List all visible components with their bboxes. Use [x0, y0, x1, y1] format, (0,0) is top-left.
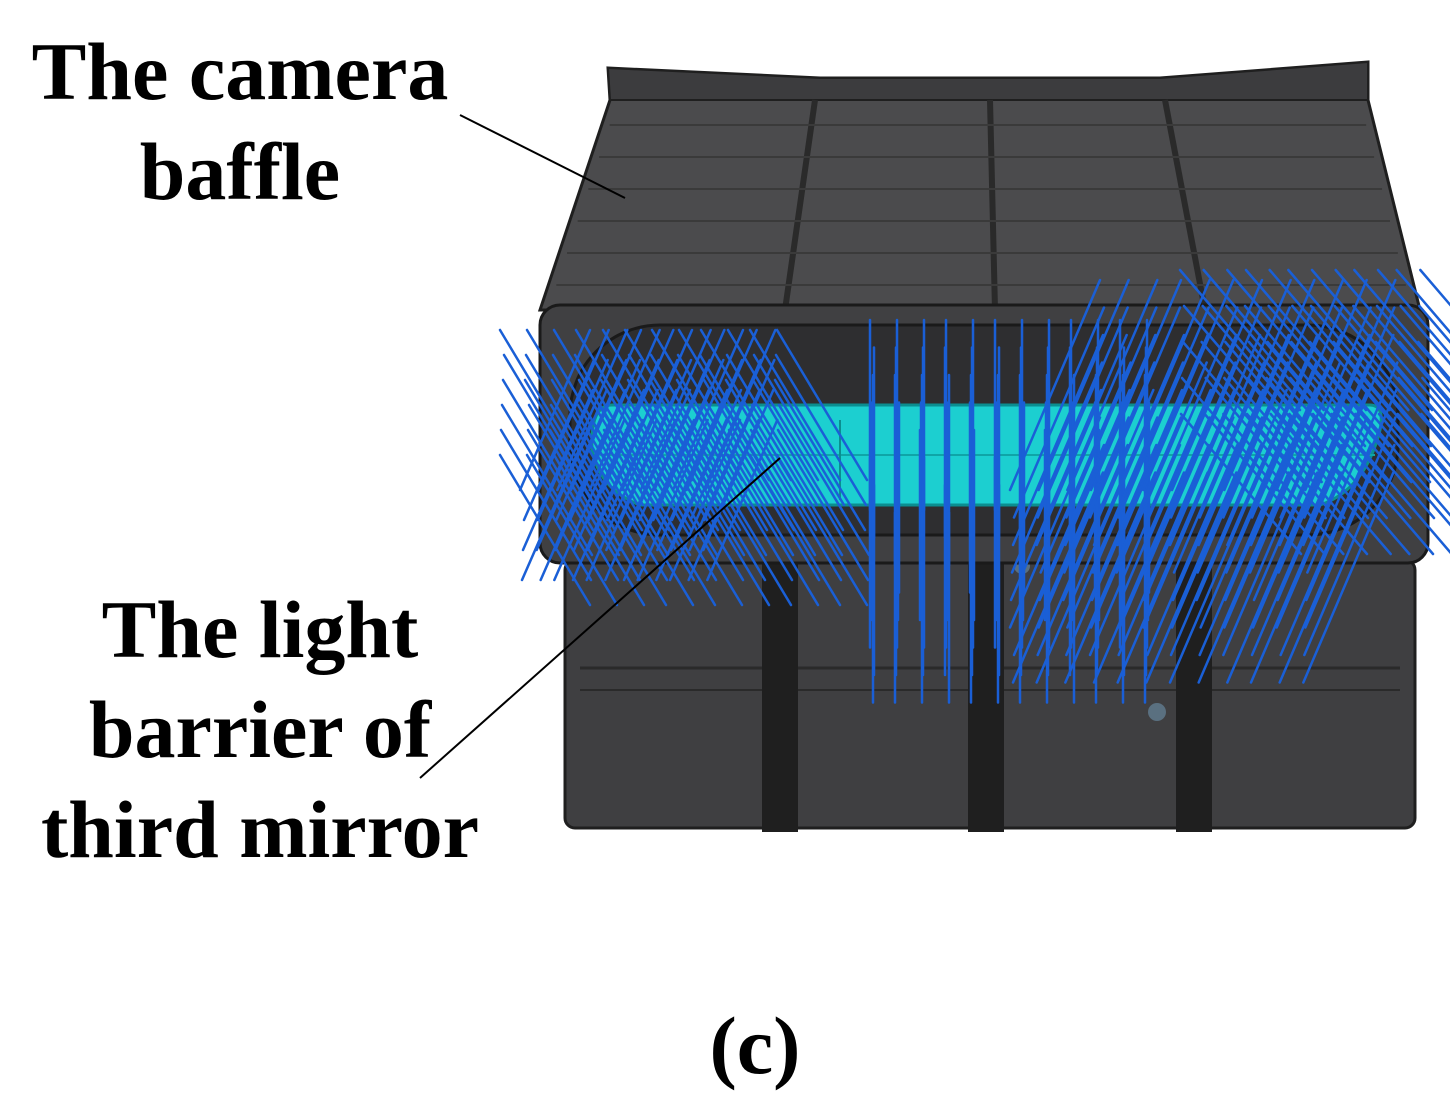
light-rays [498, 268, 1450, 704]
camera-baffle-top [537, 60, 1422, 312]
leader-line-baffle [459, 114, 626, 199]
label-line: The light [101, 584, 419, 675]
leader-line-barrier [419, 457, 781, 779]
label-line: The camera [31, 26, 449, 117]
label-line: third mirror [41, 784, 479, 875]
figure-caption: (c) [709, 1000, 801, 1091]
label-line: baffle [139, 126, 341, 217]
label-camera-baffle: The camera baffle [10, 22, 470, 222]
label-light-barrier: The light barrier of third mirror [20, 580, 500, 880]
label-line: barrier of [88, 684, 432, 775]
